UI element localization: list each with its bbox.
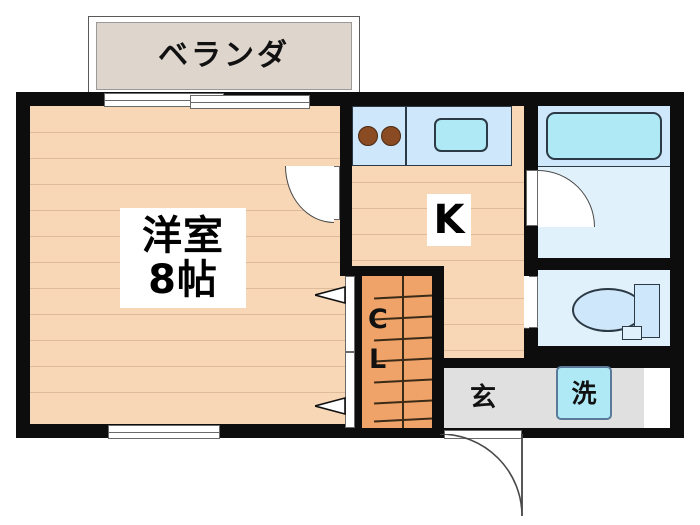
wall-room-kitchen	[340, 92, 352, 276]
main-room-window[interactable]	[108, 425, 220, 439]
wall-genkan-left	[432, 358, 444, 438]
closet-door-arrow-lower-icon	[315, 396, 346, 416]
closet-rod	[402, 276, 404, 428]
wall-genkan-top	[432, 358, 684, 368]
hall-floor	[444, 276, 524, 358]
washing-machine-pan-icon	[556, 366, 612, 420]
kitchen-sink-basin-icon	[434, 118, 488, 152]
balcony-sliding-door-2[interactable]	[190, 95, 310, 109]
wall-kitchen-bath	[524, 92, 538, 376]
wall-bath-toilet	[524, 258, 684, 270]
main-room-label: 洋室 8帖	[120, 208, 246, 308]
closet-door-arrow-upper-icon	[315, 285, 346, 305]
entrance-label: 玄	[469, 383, 496, 413]
bathtub-icon	[546, 112, 662, 160]
closet-label-l: L	[369, 344, 387, 375]
main-room-label-type: 洋室	[142, 213, 224, 259]
wall-genkan-bottom	[432, 428, 684, 438]
closet-sliding-door-lower[interactable]	[345, 352, 355, 428]
bath-door-panel[interactable]	[526, 170, 538, 226]
wall-hall-closet	[432, 266, 444, 362]
entrance-door-swing-arc	[440, 434, 523, 517]
closet-interior	[362, 276, 434, 428]
stove-burner-left-icon	[358, 126, 378, 146]
wall-left	[16, 92, 30, 438]
balcony-label: ベランダ	[158, 38, 290, 73]
kitchen-label: K	[427, 194, 471, 246]
wall-top-right	[352, 92, 684, 106]
closet-sliding-door-upper[interactable]	[345, 276, 355, 352]
toilet-flush-lever-icon	[622, 326, 642, 340]
wall-toilet-bottom	[524, 346, 684, 358]
washer-label: 洗	[571, 378, 597, 408]
balcony-area	[96, 22, 352, 90]
main-room-label-size: 8帖	[148, 257, 218, 303]
stove-burner-right-icon	[381, 126, 401, 146]
kitchen-counter-edge	[512, 106, 524, 166]
closet-label-c: C	[368, 304, 388, 335]
